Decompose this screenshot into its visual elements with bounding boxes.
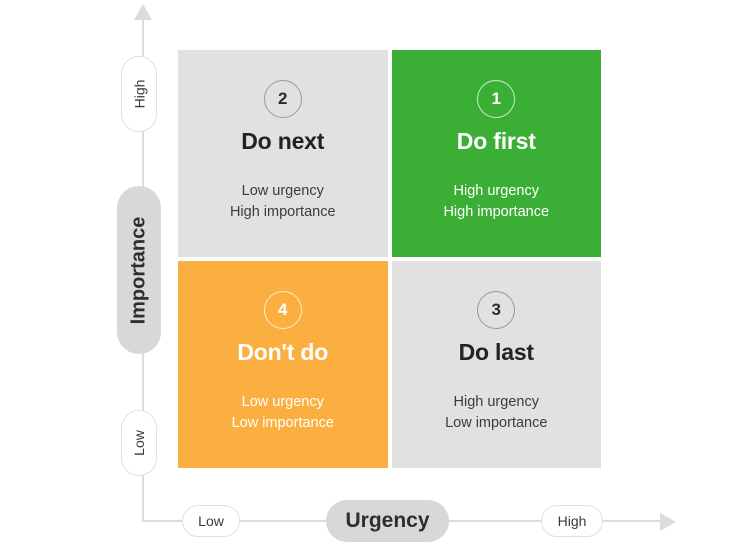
quadrant-importance-text: Low importance (231, 415, 334, 431)
x-axis-low-label: Low (182, 505, 240, 537)
quadrant-number-badge: 2 (263, 80, 302, 118)
y-axis-low-label: Low (121, 410, 157, 476)
quadrant-description: High urgency High importance (443, 181, 549, 223)
quadrant-dont-do[interactable]: 4 Don't do Low urgency Low importance (178, 261, 388, 468)
quadrant-title: Do first (456, 128, 536, 154)
quadrant-title: Do last (458, 339, 534, 365)
arrow-right-icon (660, 513, 676, 531)
quadrant-number-badge: 1 (477, 80, 516, 118)
quadrant-description: Low urgency High importance (230, 181, 336, 223)
quadrant-urgency-text: High urgency (453, 394, 539, 410)
quadrant-number-badge: 3 (477, 291, 516, 329)
quadrant-importance-text: High importance (443, 204, 550, 220)
x-axis-title-text: Urgency (345, 509, 430, 532)
quadrant-do-last[interactable]: 3 Do last High urgency Low importance (391, 261, 601, 468)
x-axis-low-text: Low (198, 513, 224, 529)
quadrant-importance-text: Low importance (445, 415, 548, 431)
quadrant-number-badge: 4 (263, 291, 302, 329)
y-axis-title-pill: Importance (117, 186, 161, 354)
y-axis-high-label: High (121, 56, 157, 132)
y-axis-low-text: Low (131, 430, 147, 456)
quadrant-description: Low urgency Low importance (232, 392, 334, 434)
arrow-up-icon (134, 4, 152, 20)
y-axis-title-text: Importance (127, 216, 150, 324)
quadrant-do-first[interactable]: 1 Do first High urgency High importance (391, 50, 601, 257)
quadrant-title: Do next (241, 128, 325, 154)
quadrant-do-next[interactable]: 2 Do next Low urgency High importance (178, 50, 388, 257)
quadrant-urgency-text: High urgency (453, 183, 539, 199)
matrix-grid: 2 Do next Low urgency High importance 1 … (178, 50, 601, 468)
x-axis-title-pill: Urgency (326, 500, 449, 542)
quadrant-description: High urgency Low importance (445, 392, 547, 434)
quadrant-importance-text: High importance (229, 204, 336, 220)
x-axis-high-label: High (541, 505, 603, 537)
quadrant-urgency-text: Low urgency (241, 394, 324, 410)
quadrant-title: Don't do (237, 339, 329, 365)
y-axis-high-text: High (130, 79, 147, 109)
quadrant-urgency-text: Low urgency (241, 183, 324, 199)
x-axis-high-text: High (557, 513, 587, 529)
